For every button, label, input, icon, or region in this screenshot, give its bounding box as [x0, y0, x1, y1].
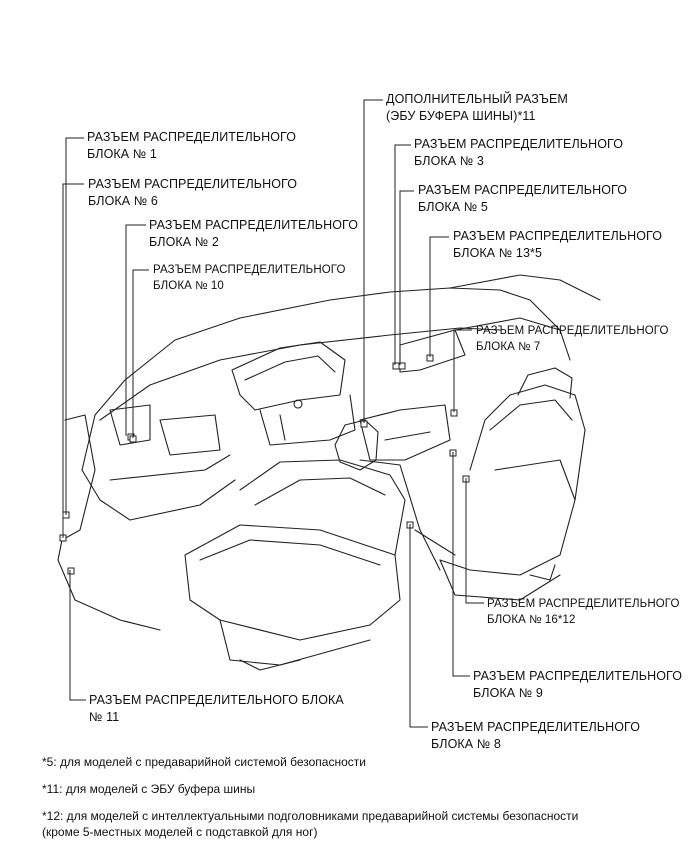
- label-jb6: РАЗЪЕМ РАСПРЕДЕЛИТЕЛЬНОГО БЛОКА № 6: [88, 177, 298, 208]
- leader-jb13: [429, 236, 449, 357]
- label-jb3: РАЗЪЕМ РАСПРЕДЕЛИТЕЛЬНОГО БЛОКА № 3: [414, 137, 624, 168]
- footnote-12-continued: (кроме 5-местных моделей с подставкой дл…: [42, 825, 318, 839]
- label-jb9: РАЗЪЕМ РАСПРЕДЕЛИТЕЛЬНОГО БЛОКА № 9: [473, 669, 683, 700]
- label-jb7: РАЗЪЕМ РАСПРЕДЕЛИТЕЛЬНОГО БЛОКА № 7: [476, 325, 669, 353]
- leader-jb3: [394, 144, 411, 365]
- front-left-seat: [184, 524, 401, 641]
- label-jb8: РАЗЪЕМ РАСПРЕДЕЛИТЕЛЬНОГО БЛОКА № 8: [431, 720, 641, 751]
- leader-jb1: [65, 137, 84, 515]
- leader-jb9: [452, 452, 470, 677]
- instrument-cluster: [231, 341, 346, 411]
- leader-jb2: [125, 224, 146, 436]
- label-jb16: РАЗЪЕМ РАСПРЕДЕЛИТЕЛЬНОГО БЛОКА № 16*12: [487, 598, 680, 626]
- leader-jb10: [132, 269, 149, 438]
- label-aux-connector: ДОПОЛНИТЕЛЬНЫЙ РАЗЪЕМ (ЭБУ БУФЕРА ШИНЫ)*…: [386, 92, 568, 123]
- footnote-12: *12: для моделей с интеллектуальными под…: [42, 809, 579, 823]
- dashboard-outline: [81, 287, 561, 471]
- footnote-5: *5: для моделей с предаварийной системой…: [42, 755, 366, 769]
- label-jb11: РАЗЪЕМ РАСПРЕДЕЛИТЕЛЬНОГО БЛОКА № 11: [89, 693, 344, 724]
- front-right-seat: [439, 384, 586, 576]
- label-jb1: РАЗЪЕМ РАСПРЕДЕЛИТЕЛЬНОГО БЛОКА № 1: [87, 130, 297, 161]
- leader-jb8: [409, 524, 428, 728]
- leader-jb16: [465, 478, 484, 604]
- leader-aux: [363, 99, 383, 423]
- connector-marker-jb3: [398, 362, 406, 370]
- center-console: [359, 404, 451, 461]
- leader-jb11: [69, 570, 86, 701]
- label-jb2: РАЗЪЕМ РАСПРЕДЕЛИТЕЛЬНОГО БЛОКА № 2: [149, 218, 359, 249]
- connector-marker-jb11: [67, 567, 75, 575]
- label-jb13: РАЗЪЕМ РАСПРЕДЕЛИТЕЛЬНОГО БЛОКА № 13*5: [453, 229, 663, 260]
- leader-jb6: [62, 183, 84, 538]
- label-jb5: РАЗЪЕМ РАСПРЕДЕЛИТЕЛЬНОГО БЛОКА № 5: [418, 183, 628, 214]
- label-jb10: РАЗЪЕМ РАСПРЕДЕЛИТЕЛЬНОГО БЛОКА № 10: [153, 264, 346, 292]
- leader-jb7: [453, 329, 472, 412]
- leader-jb5: [399, 190, 414, 365]
- footnote-11: *11: для моделей с ЭБУ буфера шины: [42, 782, 256, 796]
